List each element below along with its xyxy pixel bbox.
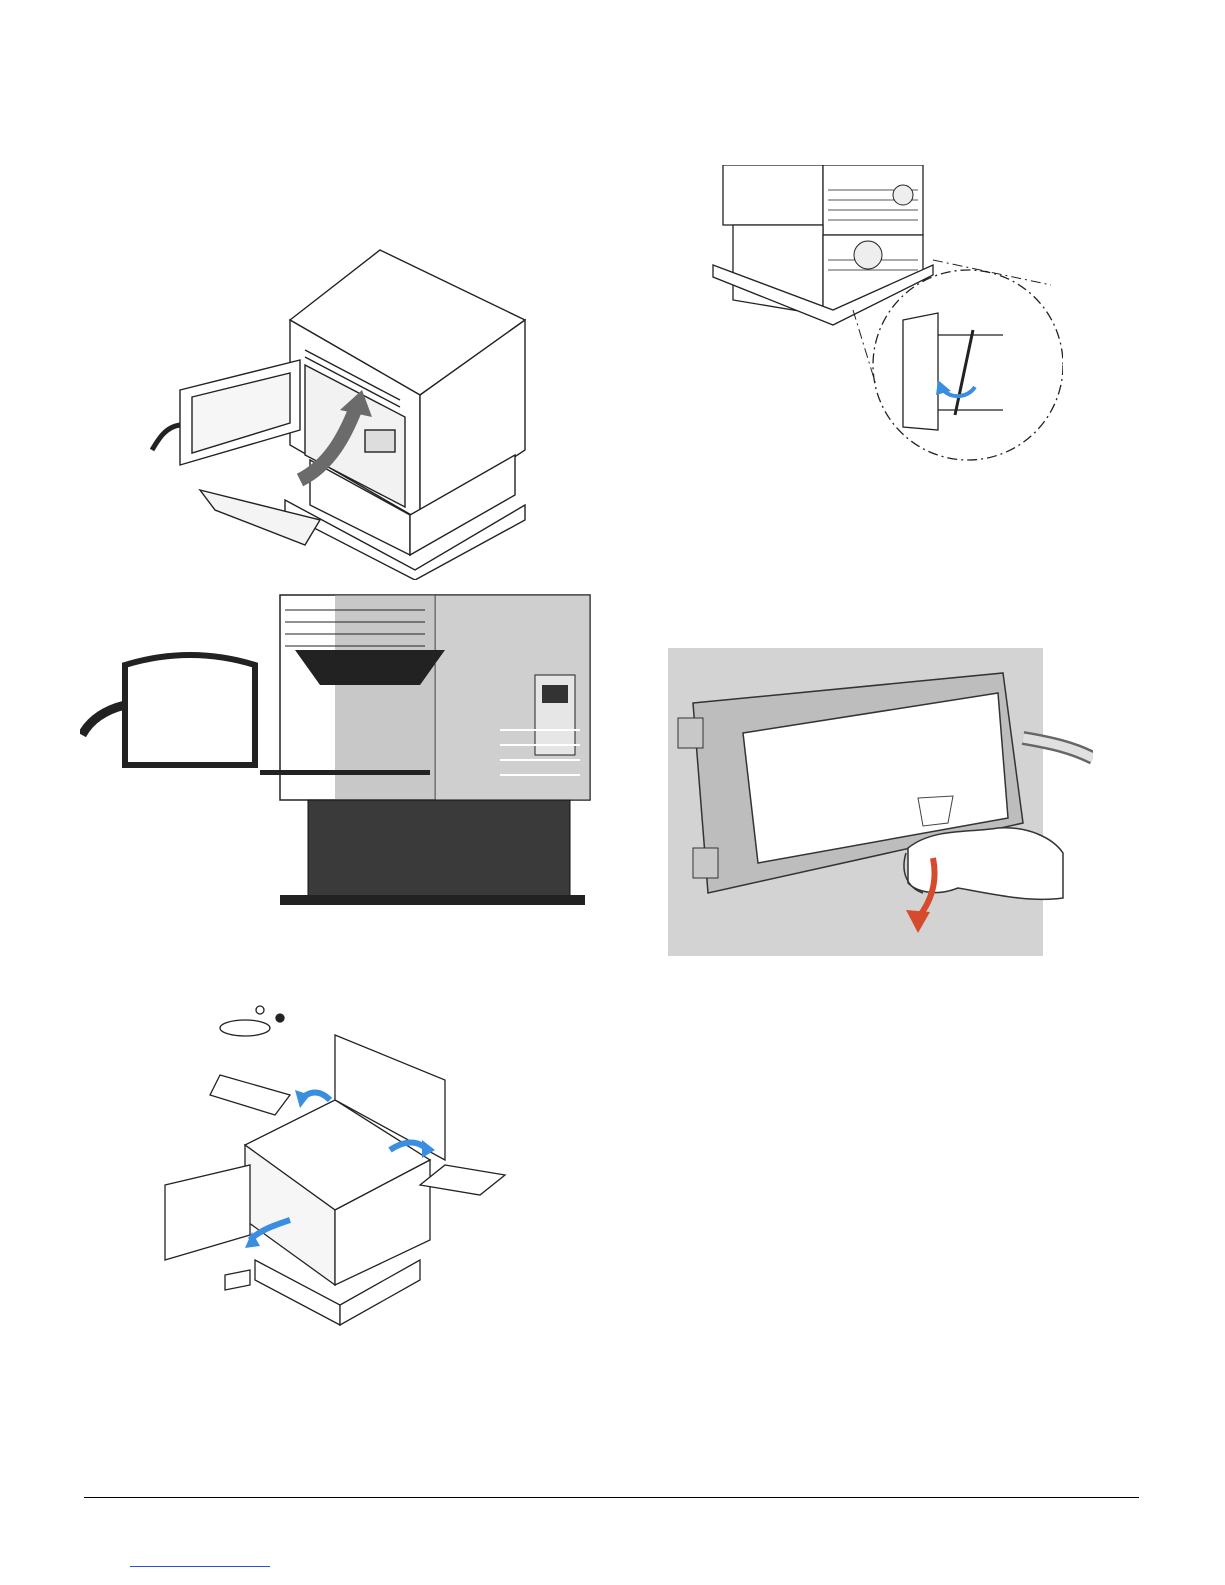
footer-rule (84, 1497, 1139, 1498)
figure-stove-unpack (160, 1000, 515, 1335)
rear-damper-detail-illustration (693, 165, 1063, 480)
stove-unpack-accessories-illustration (160, 1000, 515, 1335)
stove-open-door-arrow-illustration (140, 245, 540, 580)
figure-stove-baffle-insert (140, 245, 540, 580)
figure-stove-cutaway (80, 590, 595, 915)
figure-glass-cleaning (668, 648, 1093, 956)
footer-link[interactable] (130, 1566, 270, 1567)
stove-cutaway-illustration (80, 590, 595, 915)
figure-damper-detail (693, 165, 1063, 480)
glass-wipe-hand-illustration (668, 648, 1093, 956)
